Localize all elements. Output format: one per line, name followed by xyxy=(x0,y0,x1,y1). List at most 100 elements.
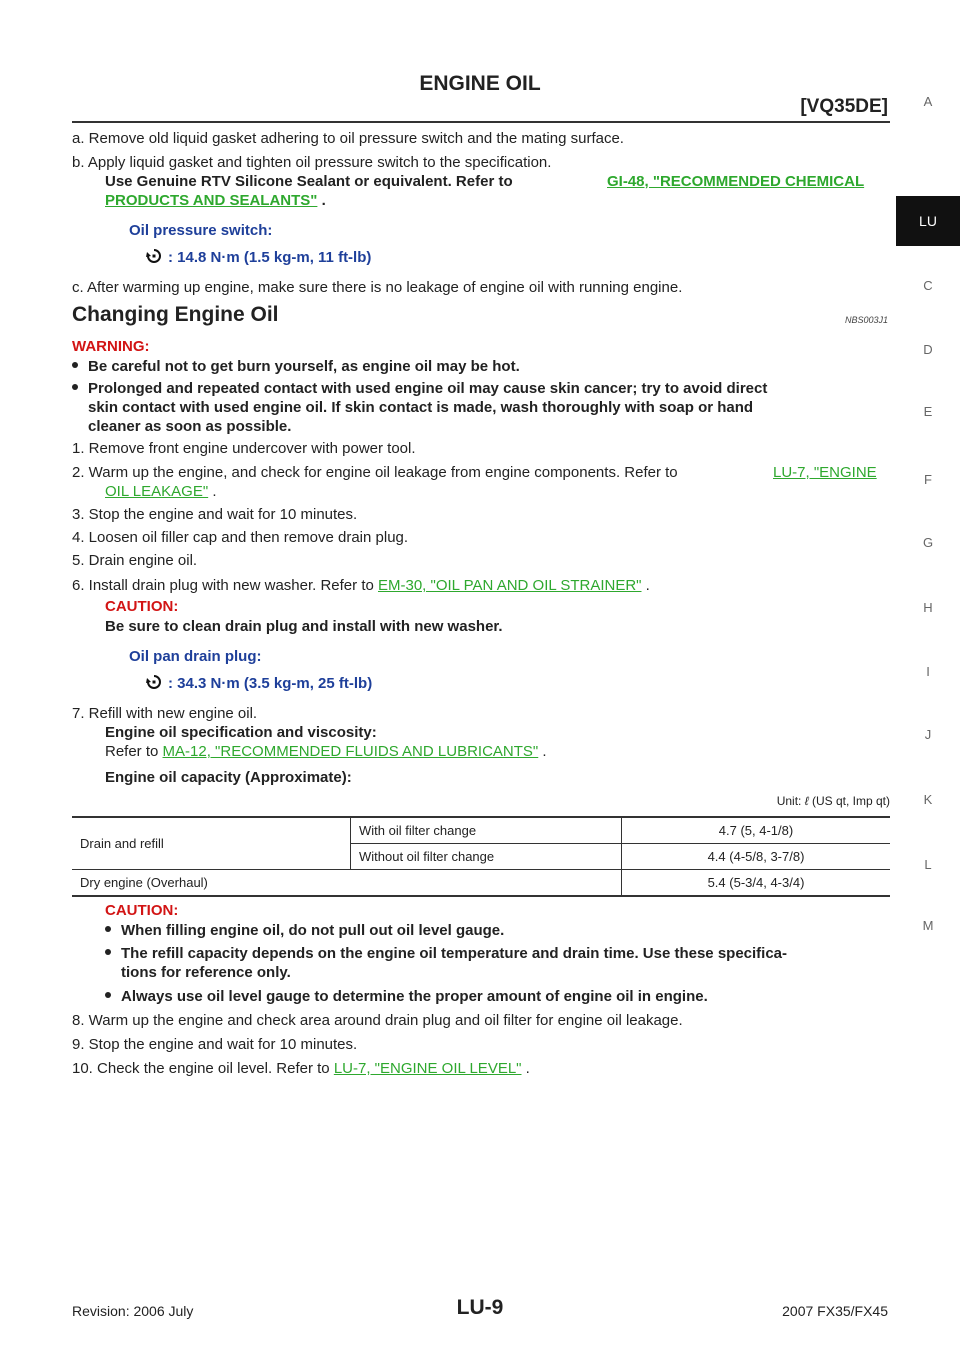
side-index-lu-active[interactable]: LU xyxy=(896,196,960,246)
step-2-tail: . xyxy=(208,483,217,500)
unit-note: Unit: ℓ (US qt, Imp qt) xyxy=(777,794,890,808)
cell-dry-engine: Dry engine (Overhaul) xyxy=(80,875,208,890)
step-b-note: Use Genuine RTV Silicone Sealant or equi… xyxy=(105,172,513,191)
plug-torque-value: : 34.3 N·m (3.5 kg-m, 25 ft-lb) xyxy=(168,675,373,692)
link-ma-12[interactable]: MA-12, "RECOMMENDED FLUIDS AND LUBRICANT… xyxy=(162,743,539,760)
step-7-refer-text: Refer to xyxy=(105,743,159,760)
caution-label-1: CAUTION: xyxy=(105,598,179,615)
bullet-icon xyxy=(105,926,111,933)
step-3: 3. Stop the engine and wait for 10 minut… xyxy=(72,506,358,523)
torque-wrench-icon xyxy=(146,675,161,689)
step-5: 5. Drain engine oil. xyxy=(72,552,198,569)
caution-text-1: When filling engine oil, do not pull out… xyxy=(121,922,505,939)
torque-wrench-icon xyxy=(146,249,161,263)
step-10-text: 10. Check the engine oil level. Refer to xyxy=(72,1060,330,1077)
step-7-tail: . xyxy=(538,743,547,760)
step-9: 9. Stop the engine and wait for 10 minut… xyxy=(72,1036,358,1053)
oil-pressure-switch-torque: : 14.8 N·m (1.5 kg-m, 11 ft-lb) xyxy=(146,249,371,266)
step-a: a. Remove old liquid gasket adhering to … xyxy=(72,130,624,147)
step-b-link-line2: PRODUCTS AND SEALANTS" . xyxy=(105,191,326,210)
step-2: 2. Warm up the engine, and check for eng… xyxy=(72,464,678,481)
side-index-l[interactable]: L xyxy=(924,857,932,872)
step-6-tail: . xyxy=(641,577,650,594)
cell-with-filter-value: 4.7 (5, 4-1/8) xyxy=(621,817,890,844)
side-index-j[interactable]: J xyxy=(924,727,932,742)
side-index-d[interactable]: D xyxy=(923,342,933,357)
cell-without-filter-value: 4.4 (4-5/8, 3-7/8) xyxy=(621,843,890,870)
link-lu-7-leakage-cont[interactable]: OIL LEAKAGE" xyxy=(105,483,209,500)
drain-plug-torque: : 34.3 N·m (3.5 kg-m, 25 ft-lb) xyxy=(146,675,372,692)
step-c: c. After warming up engine, make sure th… xyxy=(72,279,683,296)
side-index-g[interactable]: G xyxy=(922,535,934,550)
capacity-table: Drain and refill With oil filter change … xyxy=(72,816,890,897)
table-row: Dry engine (Overhaul) 5.4 (5-3/4, 4-3/4) xyxy=(72,869,890,896)
unit-prefix: Unit: xyxy=(776,794,802,808)
warning-item-2: Prolonged and repeated contact with used… xyxy=(72,379,890,398)
link-lu-7-leakage[interactable]: LU-7, "ENGINE xyxy=(773,464,877,481)
warning-label: WARNING: xyxy=(72,338,150,355)
drain-plug-label: Oil pan drain plug: xyxy=(129,648,262,665)
caution-item-1: When filling engine oil, do not pull out… xyxy=(105,921,504,940)
model: 2007 FX35/FX45 xyxy=(782,1303,888,1319)
step-7: 7. Refill with new engine oil. xyxy=(72,705,258,722)
section-code: NBS003J1 xyxy=(844,315,888,325)
caution-label-2: CAUTION: xyxy=(105,902,179,919)
warning-text-2: Prolonged and repeated contact with used… xyxy=(88,380,768,397)
step-4: 4. Loosen oil filler cap and then remove… xyxy=(72,529,409,546)
table-row: Without oil filter change 4.4 (4-5/8, 3-… xyxy=(72,843,890,870)
header-rule xyxy=(72,121,890,123)
step-7-refer: Refer to MA-12, "RECOMMENDED FLUIDS AND … xyxy=(105,742,547,761)
cell-with-filter: With oil filter change xyxy=(350,817,622,844)
step-10-tail: . xyxy=(521,1060,530,1077)
side-index-c[interactable]: C xyxy=(923,278,933,293)
step-b: b. Apply liquid gasket and tighten oil p… xyxy=(72,154,552,171)
link-em-30[interactable]: EM-30, "OIL PAN AND OIL STRAINER" xyxy=(378,577,642,594)
step-10: 10. Check the engine oil level. Refer to… xyxy=(72,1059,530,1078)
warning-text-2c: cleaner as soon as possible. xyxy=(88,418,292,435)
section-title: Changing Engine Oil xyxy=(72,303,279,326)
step-8: 8. Warm up the engine and check area aro… xyxy=(72,1012,683,1029)
bullet-icon xyxy=(105,949,111,956)
bullet-icon xyxy=(72,362,78,369)
caution-text-3: Always use oil level gauge to determine … xyxy=(121,988,708,1005)
caution-item-3: Always use oil level gauge to determine … xyxy=(105,987,708,1006)
side-index-e[interactable]: E xyxy=(923,404,933,419)
caution-text-1: Be sure to clean drain plug and install … xyxy=(105,618,503,635)
cell-drain-refill: Drain and refill xyxy=(72,817,351,870)
step-6-text: 6. Install drain plug with new washer. R… xyxy=(72,577,374,594)
table-row: Drain and refill With oil filter change … xyxy=(72,817,890,870)
step-b-tail: . xyxy=(317,192,326,209)
cell-dry-engine-value: 5.4 (5-3/4, 4-3/4) xyxy=(621,869,890,896)
cell-without-filter: Without oil filter change xyxy=(350,843,622,870)
side-index-a[interactable]: A xyxy=(923,94,933,109)
caution-item-2: The refill capacity depends on the engin… xyxy=(105,944,787,963)
revision: Revision: 2006 July xyxy=(72,1303,194,1319)
switch-torque-value: : 14.8 N·m (1.5 kg-m, 11 ft-lb) xyxy=(168,249,372,266)
side-index-k[interactable]: K xyxy=(923,792,933,807)
caution-text-2: The refill capacity depends on the engin… xyxy=(121,945,788,962)
step-6: 6. Install drain plug with new washer. R… xyxy=(72,576,650,595)
side-index-f[interactable]: F xyxy=(924,472,932,487)
oil-pressure-switch-label: Oil pressure switch: xyxy=(129,222,273,239)
link-lu-7-level[interactable]: LU-7, "ENGINE OIL LEVEL" xyxy=(333,1060,522,1077)
warning-item-1: Be careful not to get burn yourself, as … xyxy=(72,357,520,376)
side-index-m[interactable]: M xyxy=(922,918,934,933)
capacity-label: Engine oil capacity (Approximate): xyxy=(105,769,352,786)
step-7-spec-label: Engine oil specification and viscosity: xyxy=(105,724,377,741)
side-index-i[interactable]: I xyxy=(926,664,930,679)
link-gi-48[interactable]: GI-48, "RECOMMENDED CHEMICAL xyxy=(607,173,865,190)
bullet-icon xyxy=(105,992,111,999)
side-index-h[interactable]: H xyxy=(923,600,933,615)
step-2-line2: OIL LEAKAGE" . xyxy=(105,482,217,501)
unit-suffix: (US qt, Imp qt) xyxy=(811,794,890,808)
page-number: LU-9 xyxy=(456,1296,504,1319)
link-gi-48-cont[interactable]: PRODUCTS AND SEALANTS" xyxy=(105,192,318,209)
engine-code: [VQ35DE] xyxy=(800,96,888,117)
warning-text-2b: skin contact with used engine oil. If sk… xyxy=(88,399,754,416)
step-1: 1. Remove front engine undercover with p… xyxy=(72,440,416,457)
step-b-note-text: Use Genuine RTV Silicone Sealant or equi… xyxy=(105,173,513,190)
bullet-icon xyxy=(72,384,78,391)
warning-text-1: Be careful not to get burn yourself, as … xyxy=(88,358,520,375)
caution-text-2b: tions for reference only. xyxy=(121,964,291,981)
page-title: ENGINE OIL xyxy=(419,72,541,95)
